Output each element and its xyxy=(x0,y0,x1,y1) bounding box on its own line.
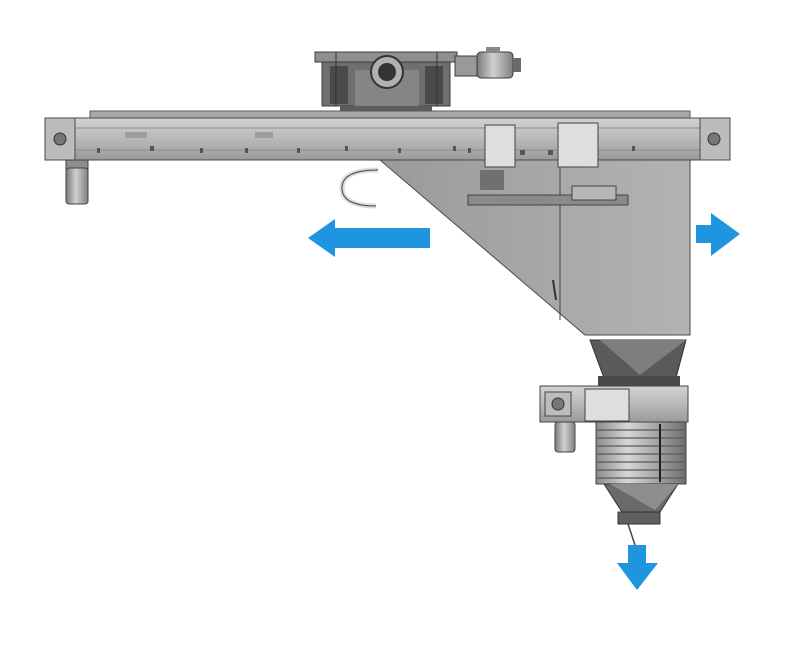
lower-carriage xyxy=(539,385,689,453)
control-box xyxy=(484,122,599,168)
arrow-down xyxy=(617,545,658,590)
gear-motor-icon xyxy=(65,159,89,205)
telescopic-bellows xyxy=(595,421,687,549)
arrow-left xyxy=(308,219,430,257)
top-hopper xyxy=(314,51,458,116)
main-beam xyxy=(44,110,731,161)
discharge-chute xyxy=(589,339,687,386)
arrow-right xyxy=(696,213,740,256)
drive-motor-icon xyxy=(454,47,521,79)
side-panel xyxy=(339,159,691,336)
